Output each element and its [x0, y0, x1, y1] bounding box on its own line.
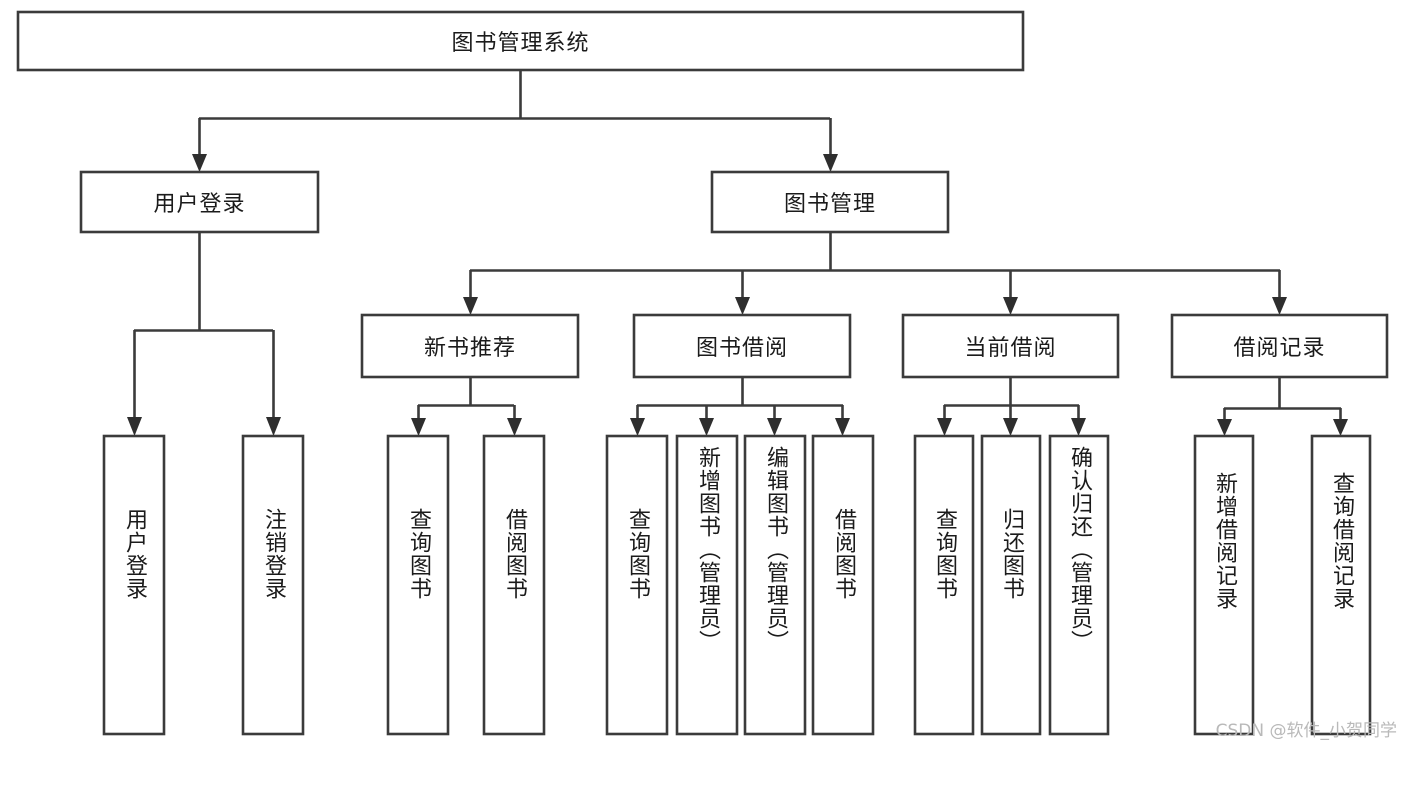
- arrowhead-leaf-query-book-cur: [937, 418, 952, 436]
- arrowhead-leaf-confirm-return: [1071, 418, 1086, 436]
- watermark-text: CSDN @软件_小贺同学: [1215, 721, 1397, 741]
- arrowhead-new-book-recommend: [463, 297, 478, 315]
- arrowhead-leaf-add-book: [699, 418, 714, 436]
- arrowhead-leaf-query-book-rec: [411, 418, 426, 436]
- boxes-layer: [16, 10, 1389, 736]
- node-box-leaf-query-book-rec[interactable]: [386, 434, 450, 736]
- node-box-book-borrow[interactable]: [632, 313, 852, 379]
- node-box-leaf-return-book[interactable]: [980, 434, 1042, 736]
- node-box-leaf-borrow-book[interactable]: [811, 434, 875, 736]
- arrowhead-leaf-return-book: [1003, 418, 1018, 436]
- node-box-new-book-recommend[interactable]: [360, 313, 580, 379]
- arrowhead-borrow-record: [1272, 297, 1287, 315]
- arrowhead-leaf-query-book-borrow: [630, 418, 645, 436]
- arrowhead-current-borrow: [1003, 297, 1018, 315]
- arrowhead-user-login: [192, 154, 207, 172]
- node-box-leaf-borrow-book-rec[interactable]: [482, 434, 546, 736]
- node-box-leaf-add-book[interactable]: [675, 434, 739, 736]
- node-box-borrow-record[interactable]: [1170, 313, 1389, 379]
- node-box-leaf-confirm-return[interactable]: [1048, 434, 1110, 736]
- node-box-root[interactable]: [16, 10, 1025, 72]
- node-box-leaf-query-book-cur[interactable]: [913, 434, 975, 736]
- node-box-book-manage[interactable]: [710, 170, 950, 234]
- arrowhead-book-borrow: [735, 297, 750, 315]
- connectors-layer: [127, 70, 1348, 436]
- diagram-canvas: 图书管理系统 用户登录 图书管理 新书推荐 图书借阅 当前借阅 借阅记录 用户登…: [16, 10, 1397, 741]
- node-box-leaf-user-login[interactable]: [102, 434, 166, 736]
- node-box-user-login[interactable]: [79, 170, 320, 234]
- arrowhead-leaf-add-borrow-record: [1217, 419, 1232, 436]
- node-box-current-borrow[interactable]: [901, 313, 1120, 379]
- node-box-leaf-user-logout[interactable]: [241, 434, 305, 736]
- hierarchy-diagram-svg: [16, 10, 1389, 736]
- arrowhead-book-manage: [823, 154, 838, 172]
- arrowhead-leaf-user-logout: [266, 417, 281, 436]
- node-box-leaf-query-borrow-record[interactable]: [1310, 434, 1372, 736]
- node-box-leaf-edit-book[interactable]: [743, 434, 807, 736]
- arrowhead-leaf-borrow-book: [835, 418, 850, 436]
- arrowhead-leaf-user-login: [127, 417, 142, 436]
- node-box-leaf-add-borrow-record[interactable]: [1193, 434, 1255, 736]
- arrowhead-leaf-edit-book: [767, 418, 782, 436]
- node-box-leaf-query-book-borrow[interactable]: [605, 434, 669, 736]
- arrowhead-leaf-borrow-book-rec: [507, 418, 522, 436]
- arrowhead-leaf-query-borrow-record: [1333, 419, 1348, 436]
